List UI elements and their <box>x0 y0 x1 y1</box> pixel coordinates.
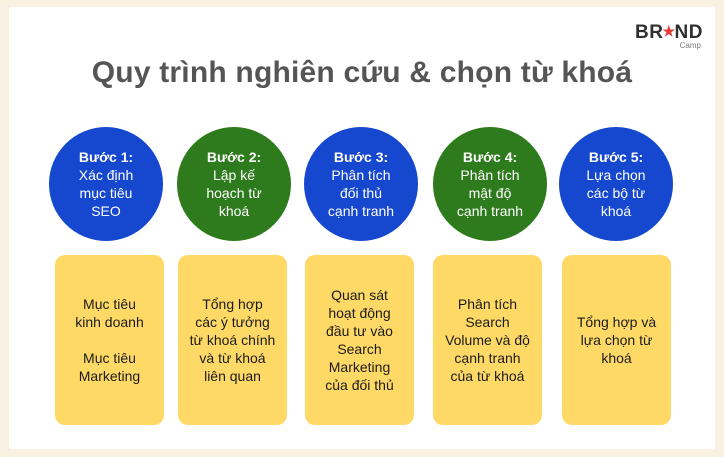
step-3-name: Phân tích đối thủ cạnh tranh <box>327 167 395 219</box>
step-2: Bước 2: Lập kế hoạch từ khoá <box>177 127 291 241</box>
step-2-circle: Bước 2: Lập kế hoạch từ khoá <box>177 127 291 241</box>
step-5-detail: Tổng hợp và lựa chọn từ khoá <box>576 314 657 366</box>
step-1-detail: Mục tiêu kinh doanh Mục tiêu Marketing <box>75 296 144 384</box>
step-5-name: Lựa chọn các bộ từ khoá <box>586 167 646 219</box>
step-2-detail-box: Tổng hợp các ý tưởng từ khoá chính và từ… <box>178 255 287 425</box>
step-5-detail-box: Tổng hợp và lựa chọn từ khoá <box>562 255 671 425</box>
logo-subtext: Camp <box>679 41 701 50</box>
step-4-detail: Phân tích Search Volume và độ cạnh tranh… <box>445 296 530 384</box>
step-1-number: Bước 1: <box>78 149 134 165</box>
step-1: Bước 1: Xác định mục tiêu SEO <box>49 127 163 241</box>
step-2-name: Lập kế hoạch từ khoá <box>206 167 262 219</box>
step-4-circle: Bước 4: Phân tích mật độ cạnh tranh <box>433 127 547 241</box>
step-4-number: Bước 4: <box>462 149 518 165</box>
step-2-detail: Tổng hợp các ý tưởng từ khoá chính và từ… <box>189 296 276 384</box>
logo-text-right: ND <box>674 22 703 43</box>
step-3: Bước 3: Phân tích đối thủ cạnh tranh <box>304 127 418 241</box>
step-3-detail: Quan sát hoạt động đầu tư vào Search Mar… <box>325 287 394 393</box>
step-4-detail-box: Phân tích Search Volume và độ cạnh tranh… <box>433 255 542 425</box>
step-5: Bước 5: Lựa chọn các bộ từ khoá <box>559 127 673 241</box>
step-3-circle: Bước 3: Phân tích đối thủ cạnh tranh <box>304 127 418 241</box>
step-3-detail-box: Quan sát hoạt động đầu tư vào Search Mar… <box>305 255 414 425</box>
page-title: Quy trình nghiên cứu & chọn từ khoá <box>91 56 633 89</box>
slide-card: BR★ND Camp Quy trình nghiên cứu & chọn t… <box>9 7 715 449</box>
step-4-name: Phân tích mật độ cạnh tranh <box>456 167 524 219</box>
step-1-circle: Bước 1: Xác định mục tiêu SEO <box>49 127 163 241</box>
brand-logo: BR★ND Camp <box>635 21 703 51</box>
step-2-number: Bước 2: <box>206 149 262 165</box>
star-icon: ★ <box>662 23 676 39</box>
logo-text-left: BR <box>635 22 664 43</box>
step-3-number: Bước 3: <box>333 149 389 165</box>
step-1-detail-box: Mục tiêu kinh doanh Mục tiêu Marketing <box>55 255 164 425</box>
step-5-circle: Bước 5: Lựa chọn các bộ từ khoá <box>559 127 673 241</box>
step-5-number: Bước 5: <box>588 149 644 165</box>
step-4: Bước 4: Phân tích mật độ cạnh tranh <box>433 127 547 241</box>
step-1-name: Xác định mục tiêu SEO <box>78 167 134 219</box>
